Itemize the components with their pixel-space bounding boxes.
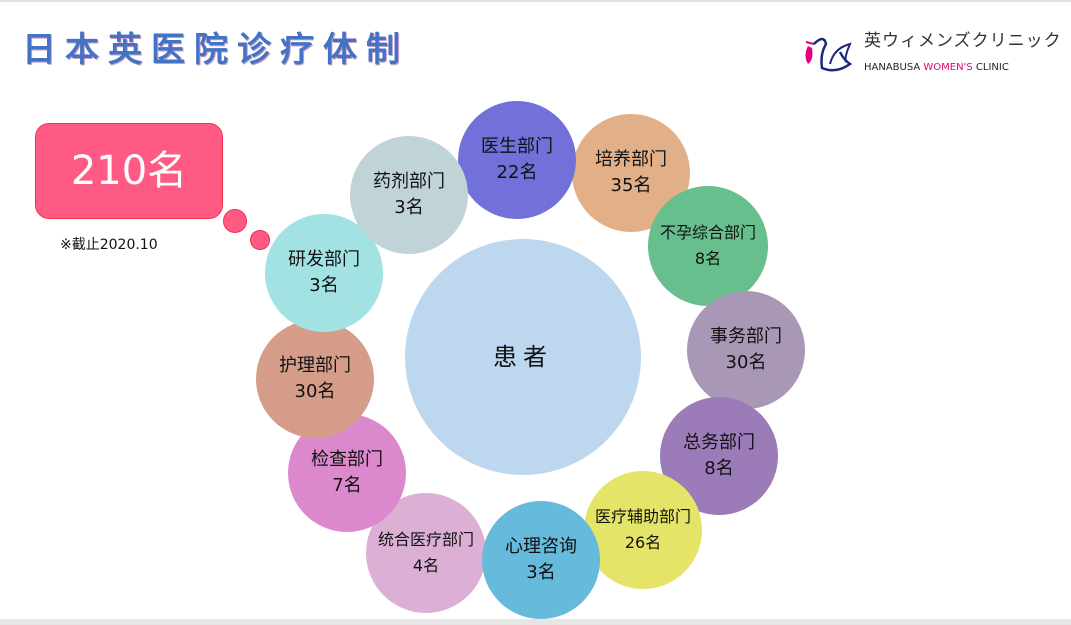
department-name: 不孕综合部门: [659, 223, 756, 242]
department-name: 总务部门: [683, 432, 755, 453]
department-name: 心理咨询: [505, 536, 577, 557]
thought-dot-small: [250, 230, 270, 250]
department-circle: 培养部门 35名: [572, 114, 690, 232]
logo-en-part: CLINIC: [972, 62, 1009, 73]
center-label: 患者: [493, 343, 553, 371]
bottom-bar: [0, 619, 1071, 625]
department-count: 30名: [294, 381, 336, 402]
logo-en-part: HANABUSA: [864, 62, 924, 73]
department-count: 8名: [694, 249, 722, 268]
department-count: 7名: [332, 475, 362, 496]
department-count: 3名: [394, 197, 424, 218]
department-count: 3名: [526, 562, 556, 583]
department-name: 医疗辅助部门: [594, 507, 691, 526]
total-staff-bubble: 210名: [35, 123, 223, 219]
clinic-logo: 英ウィメンズクリニック HANABUSA WOMEN'S CLINIC: [800, 30, 1062, 80]
department-count: 8名: [704, 458, 734, 479]
department-name: 研发部门: [288, 249, 360, 270]
department-circle: 医疗辅助部门 26名: [584, 471, 702, 589]
department-count: 4名: [412, 556, 440, 575]
department-count: 22名: [496, 162, 538, 183]
logo-en-highlight: WOMEN'S: [923, 62, 973, 73]
department-count: 26名: [624, 533, 662, 552]
department-name: 统合医疗部门: [377, 530, 474, 549]
department-name: 医生部门: [481, 136, 553, 157]
department-count: 35名: [610, 175, 652, 196]
department-name: 检查部门: [311, 449, 383, 470]
thought-dot-large: [223, 209, 247, 233]
department-circle: 心理咨询 3名: [482, 501, 600, 619]
logo-japanese-name: 英ウィメンズクリニック: [864, 31, 1062, 51]
logo-english-name: HANABUSA WOMEN'S CLINIC: [864, 61, 1009, 74]
department-circle: 事务部门 30名: [687, 291, 805, 409]
department-name: 药剂部门: [373, 171, 445, 192]
department-count: 30名: [725, 352, 767, 373]
department-circle: 不孕综合部门 8名: [648, 186, 768, 306]
department-circle: 研发部门 3名: [265, 214, 383, 332]
department-circle: 医生部门 22名: [458, 101, 576, 219]
top-divider: [0, 0, 1071, 2]
center-patient-circle: 患者: [405, 239, 641, 475]
department-name: 培养部门: [595, 149, 667, 170]
department-name: 事务部门: [710, 326, 782, 347]
department-count: 3名: [309, 275, 339, 296]
date-note: ※截止2020.10: [60, 237, 158, 253]
department-circle: 护理部门 30名: [256, 320, 374, 438]
department-name: 护理部门: [279, 355, 351, 376]
department-circle: 药剂部门 3名: [350, 136, 468, 254]
swan-logo-icon: [805, 37, 853, 72]
page-title: 日本英医院诊疗体制: [22, 30, 409, 70]
